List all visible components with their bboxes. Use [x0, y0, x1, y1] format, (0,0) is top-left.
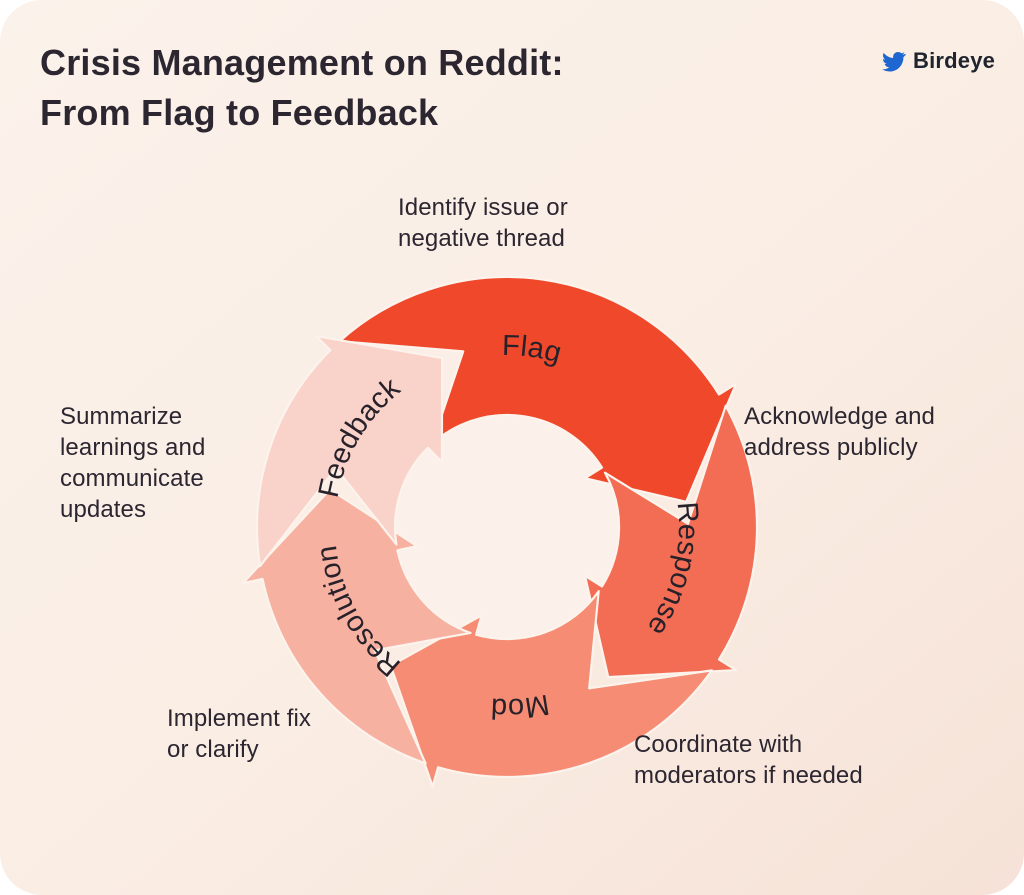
- caption-line: negative thread: [398, 225, 565, 252]
- caption-line: Summarize: [60, 403, 183, 430]
- segment-label-mod: Mod: [489, 688, 551, 724]
- segment-arrow-feedback: [255, 335, 444, 568]
- segment-arrow-mod: [389, 590, 713, 788]
- caption-line: communicate: [60, 465, 204, 492]
- caption-line: Coordinate with: [634, 731, 803, 758]
- caption-response: Acknowledge and address publicly: [744, 401, 935, 463]
- caption-line: Acknowledge and: [744, 403, 935, 430]
- caption-line: address publicly: [744, 434, 918, 461]
- segment-arrow-flag: [338, 275, 738, 503]
- caption-line: or clarify: [167, 736, 259, 763]
- caption-feedback: Summarize learnings and communicate upda…: [60, 401, 205, 525]
- brand-name: Birdeye: [913, 48, 996, 73]
- caption-line: Identify issue or: [398, 194, 568, 221]
- title-line-1: Crisis Management on Reddit:: [40, 42, 564, 83]
- birdeye-bird-icon: [882, 49, 906, 73]
- brand-logo: Birdeye: [882, 46, 995, 76]
- caption-line: learnings and: [60, 434, 206, 461]
- page-title: Crisis Management on Reddit: From Flag t…: [40, 38, 680, 138]
- title-line-2: From Flag to Feedback: [40, 92, 439, 133]
- cycle-center-hole: [395, 415, 619, 639]
- caption-mod: Coordinate with moderators if needed: [634, 729, 863, 791]
- segment-arrow-resolution: [241, 488, 472, 765]
- caption-line: Implement fix: [167, 705, 312, 732]
- caption-resolution: Implement fix or clarify: [167, 703, 311, 765]
- caption-flag: Identify issue or negative thread: [398, 192, 568, 254]
- caption-line: moderators if needed: [634, 762, 863, 789]
- caption-line: updates: [60, 496, 147, 523]
- segment-arrow-response: [583, 404, 759, 679]
